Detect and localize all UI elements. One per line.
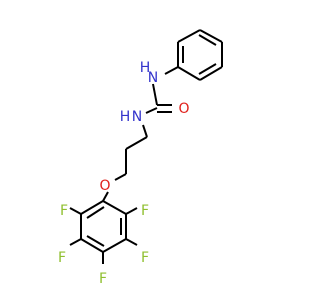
fluorine-bond — [69, 207, 82, 215]
pentafluorophenyl-ring — [69, 191, 138, 264]
pentafluoro-bond — [102, 200, 127, 215]
chain-to-oxygen-bond — [114, 173, 127, 181]
carbonyl-to-nh-bond — [145, 107, 158, 114]
nitrogen-top-label: N — [148, 70, 158, 86]
phenyl-inner-bond — [198, 34, 217, 46]
nitrogen-bottom-hydrogen-label: H — [120, 109, 131, 125]
phenyl-inner-bond — [198, 63, 217, 75]
fluorine-label-lower-left: F — [58, 250, 66, 266]
nh-to-chain-bond — [142, 124, 148, 138]
phenyl-bond — [199, 66, 223, 81]
urea-linker — [145, 66, 179, 114]
nitrogen-top-hydrogen-label: H — [140, 60, 151, 76]
pentafluoro-bond — [80, 200, 104, 215]
pentafluoro-bond — [80, 238, 104, 253]
phenyl-to-nh-bond — [164, 66, 179, 75]
carbonyl-oxygen-label: O — [178, 101, 189, 117]
phenyl-ring — [177, 29, 223, 81]
fluorine-bond — [125, 238, 138, 246]
fluorine-bond — [69, 238, 82, 246]
phenyl-bond — [177, 66, 201, 81]
pentafluoro-bond — [102, 238, 127, 253]
phenyl-bond — [177, 29, 201, 43]
chain-bond — [125, 136, 148, 150]
oxygen-to-ring-bond — [102, 191, 109, 202]
pentafluoro-inner-bond — [86, 206, 105, 219]
chemical-structure-diagram: H N O H N O F F F F F — [58, 29, 223, 287]
nh-to-carbonyl-bond — [152, 83, 158, 106]
fluorine-bond — [125, 207, 138, 215]
nitrogen-bottom-label: N — [132, 109, 142, 125]
phenyl-bond — [199, 29, 223, 43]
pentafluoro-inner-bond — [86, 235, 105, 247]
propyl-chain — [114, 124, 148, 181]
fluorine-label-lower-right: F — [141, 250, 149, 266]
atom-labels: H N O H N O F F F F F — [58, 60, 190, 287]
ether-oxygen-label: O — [99, 178, 110, 194]
fluorine-label-upper-right: F — [141, 203, 149, 219]
fluorine-label-upper-left: F — [60, 203, 68, 219]
fluorine-label-bottom: F — [99, 271, 107, 287]
